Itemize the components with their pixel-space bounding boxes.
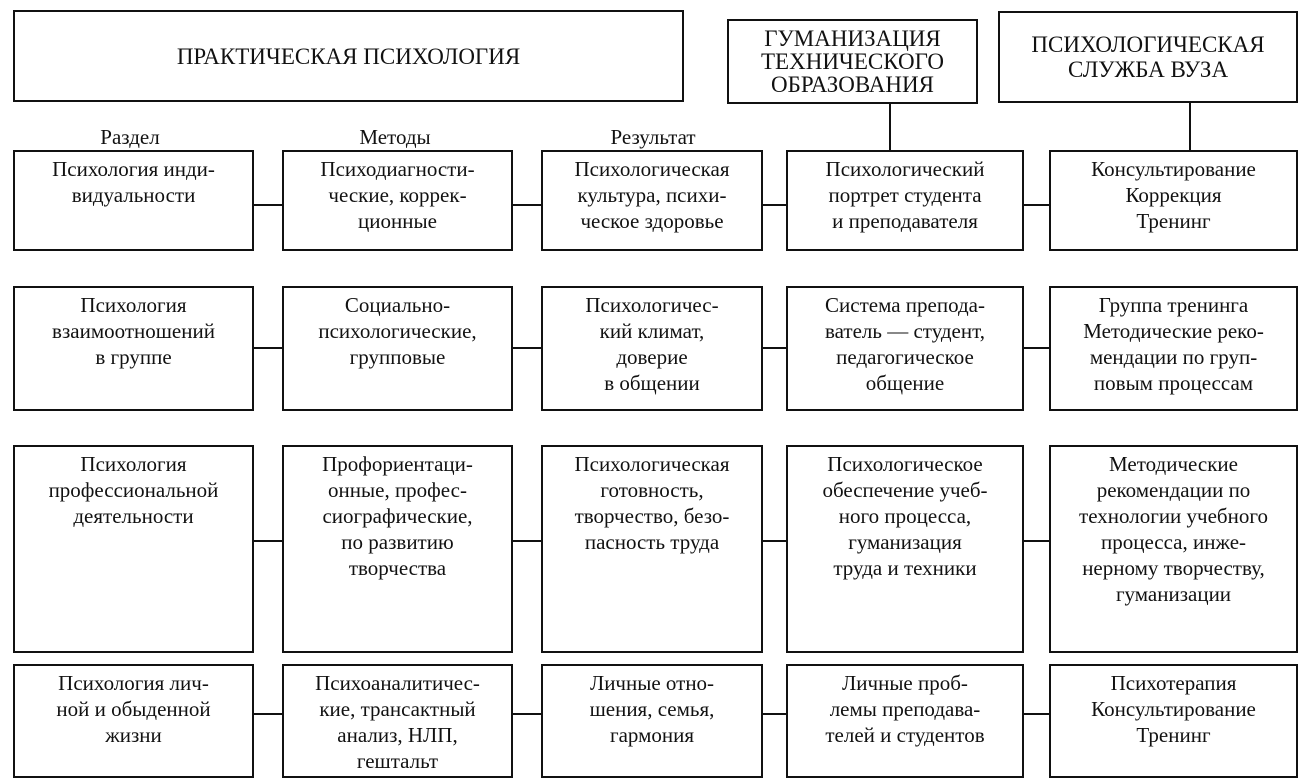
cell-service-row-4: Психотерапия Консультирование Тренинг bbox=[1049, 664, 1298, 778]
university-service-box: ПСИХОЛОГИЧЕСКАЯ СЛУЖБА ВУЗА bbox=[998, 11, 1298, 103]
column-header-section: Раздел bbox=[100, 125, 160, 149]
row-connectors bbox=[254, 204, 1049, 715]
cell-humanization-row-3: Психологическое обеспечение учеб- ного п… bbox=[786, 445, 1024, 653]
cell-humanization-row-4: Личные проб- лемы преподава- телей и сту… bbox=[786, 664, 1024, 778]
cell-methods-row-2: Социально- психологические, групповые bbox=[282, 286, 513, 411]
cell-service-row-2: Группа тренинга Методические реко- менда… bbox=[1049, 286, 1298, 411]
cell-service-row-3: Методические рекомендации по технологии … bbox=[1049, 445, 1298, 653]
practical-psychology-title: ПРАКТИЧЕСКАЯ ПСИХОЛОГИЯ bbox=[13, 10, 684, 102]
cell-humanization-row-2: Система препода- ватель — студент, педаг… bbox=[786, 286, 1024, 411]
cell-result-row-2: Психологичес- кий климат, доверие в обще… bbox=[541, 286, 763, 411]
cell-section-row-1: Психология инди- видуальности bbox=[13, 150, 254, 251]
cell-service-row-1: Консультирование Коррекция Тренинг bbox=[1049, 150, 1298, 251]
cell-humanization-row-1: Психологический портрет студента и препо… bbox=[786, 150, 1024, 251]
column-header-methods: Методы bbox=[359, 125, 431, 149]
cell-section-row-2: Психология взаимоотношений в группе bbox=[13, 286, 254, 411]
cell-result-row-1: Психологическая культура, психи- ческое … bbox=[541, 150, 763, 251]
cell-result-row-3: Психологическая готовность, творчество, … bbox=[541, 445, 763, 653]
column-header-result: Результат bbox=[610, 125, 696, 149]
cell-methods-row-4: Психоаналитичес- кие, трансактный анализ… bbox=[282, 664, 513, 778]
cell-result-row-4: Личные отно- шения, семья, гармония bbox=[541, 664, 763, 778]
cell-section-row-3: Психология профессиональной деятельности bbox=[13, 445, 254, 653]
tech-humanization-box: ГУМАНИЗАЦИЯ ТЕХНИЧЕСКОГО ОБРАЗОВАНИЯ bbox=[727, 19, 978, 104]
cell-section-row-4: Психология лич- ной и обыденной жизни bbox=[13, 664, 254, 778]
cell-methods-row-3: Профориентаци- онные, профес- сиографиче… bbox=[282, 445, 513, 653]
cell-methods-row-1: Психодиагности- ческие, коррек- ционные bbox=[282, 150, 513, 251]
